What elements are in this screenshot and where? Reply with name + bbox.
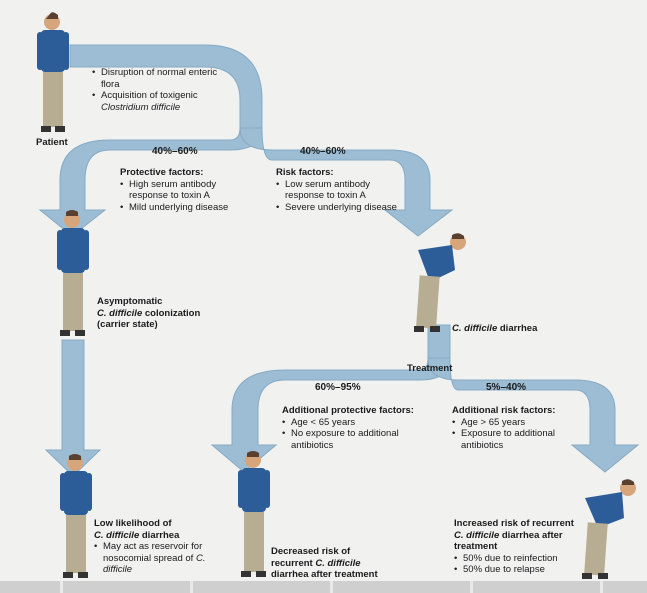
diarrhea-label-rest: diarrhea (497, 323, 538, 334)
low-likelihood-bullet-italic: C. difficile (103, 552, 206, 576)
low-likelihood-title-italic: C. difficile (94, 529, 140, 541)
additional-risk-block: Additional risk factors: Age > 65 years … (452, 405, 592, 451)
arrow-to-decreased-risk (210, 357, 451, 473)
increased-risk-line-3: treatment (454, 541, 498, 552)
low-likelihood-block: Low likelihood of C. difficile diarrhea … (94, 518, 234, 576)
risk-factors-block: Risk factors: Low serum antibody respons… (276, 167, 406, 213)
decreased-risk-block: Decreased risk of recurrent C. difficile… (271, 546, 401, 581)
low-likelihood-title-rest: diarrhea (139, 529, 180, 541)
arrow-to-low-likelihood (44, 339, 102, 477)
patient-bullets: Disruption of normal enteric flora Acqui… (92, 67, 222, 113)
additional-risk-1: Age > 65 years (452, 417, 592, 429)
additional-protective-block: Additional protective factors: Age < 65 … (282, 405, 442, 451)
asymptomatic-line-2-rest: colonization (142, 307, 201, 319)
diarrhea-label-italic: C. difficile (452, 323, 498, 334)
additional-protective-1: Age < 65 years (282, 417, 442, 429)
patient-bullet-1: Disruption of normal enteric flora (92, 67, 222, 90)
increased-risk-line-2-italic: C. difficile (454, 529, 500, 541)
increased-risk-bullet-1: 50% due to reinfection (454, 553, 589, 565)
additional-risk-2: Exposure to additional antibiotics (452, 428, 592, 451)
asymptomatic-label: Asymptomatic C. difficile colonization (… (97, 296, 227, 331)
arrow-to-diarrhea (239, 127, 454, 237)
left-branch-percent: 40%–60% (152, 146, 198, 157)
arrow-to-asymptomatic (38, 127, 263, 237)
right-branch-percent: 40%–60% (300, 146, 346, 157)
patient-bullet-2-text: Acquisition of toxigenic (101, 90, 198, 101)
arrow-to-increased-risk (427, 357, 640, 473)
decreased-risk-line-2-start: recurrent (271, 557, 316, 569)
patient-label: Patient (36, 137, 68, 148)
increased-risk-bullet-2: 50% due to relapse (454, 564, 589, 576)
increased-risk-line-1: Increased risk of recurrent (454, 518, 574, 529)
increased-risk-line-2-rest: diarrhea after (499, 529, 563, 541)
decreased-risk-line-2-italic: C. difficile (315, 557, 361, 569)
treatment-left-percent: 60%–95% (315, 382, 361, 393)
treatment-right-percent: 5%–40% (486, 382, 527, 393)
risk-factor-2: Severe underlying disease (276, 202, 406, 214)
additional-risk-title: Additional risk factors: (452, 405, 556, 416)
decreased-risk-line-3: diarrhea after treatment (271, 569, 378, 580)
protective-factors-title: Protective factors: (120, 167, 204, 178)
low-likelihood-bullet: May act as reservoir for nosocomial spre… (94, 541, 234, 576)
patient-bullet-2-italic: Clostridium difficile (101, 101, 181, 113)
asymptomatic-line-2-italic: C. difficile (97, 307, 143, 319)
protective-factor-2: Mild underlying disease (120, 202, 250, 214)
diarrhea-label: C. difficile diarrhea (452, 323, 537, 335)
increased-risk-block: Increased risk of recurrent C. difficile… (454, 518, 589, 576)
asymptomatic-figure (57, 210, 89, 336)
decreased-risk-figure (238, 451, 270, 577)
low-likelihood-bullet-text: May act as reservoir for nosocomial spre… (103, 541, 203, 564)
increased-risk-figure (582, 479, 636, 579)
risk-factor-1: Low serum antibody response to toxin A (276, 179, 406, 202)
low-likelihood-title-1: Low likelihood of (94, 518, 172, 529)
bottom-border-strip (0, 581, 647, 593)
decreased-risk-line-1: Decreased risk of (271, 546, 351, 557)
risk-factors-title: Risk factors: (276, 167, 334, 178)
treatment-label: Treatment (407, 363, 453, 374)
diarrhea-figure (414, 233, 466, 332)
patient-figure (37, 12, 69, 132)
additional-protective-2: No exposure to additional antibiotics (282, 428, 442, 451)
asymptomatic-line-1: Asymptomatic (97, 296, 163, 307)
protective-factors-block: Protective factors: High serum antibody … (120, 167, 250, 213)
low-likelihood-figure (60, 454, 92, 578)
protective-factor-1: High serum antibody response to toxin A (120, 179, 250, 202)
additional-protective-title: Additional protective factors: (282, 405, 414, 416)
asymptomatic-line-3: (carrier state) (97, 319, 158, 330)
